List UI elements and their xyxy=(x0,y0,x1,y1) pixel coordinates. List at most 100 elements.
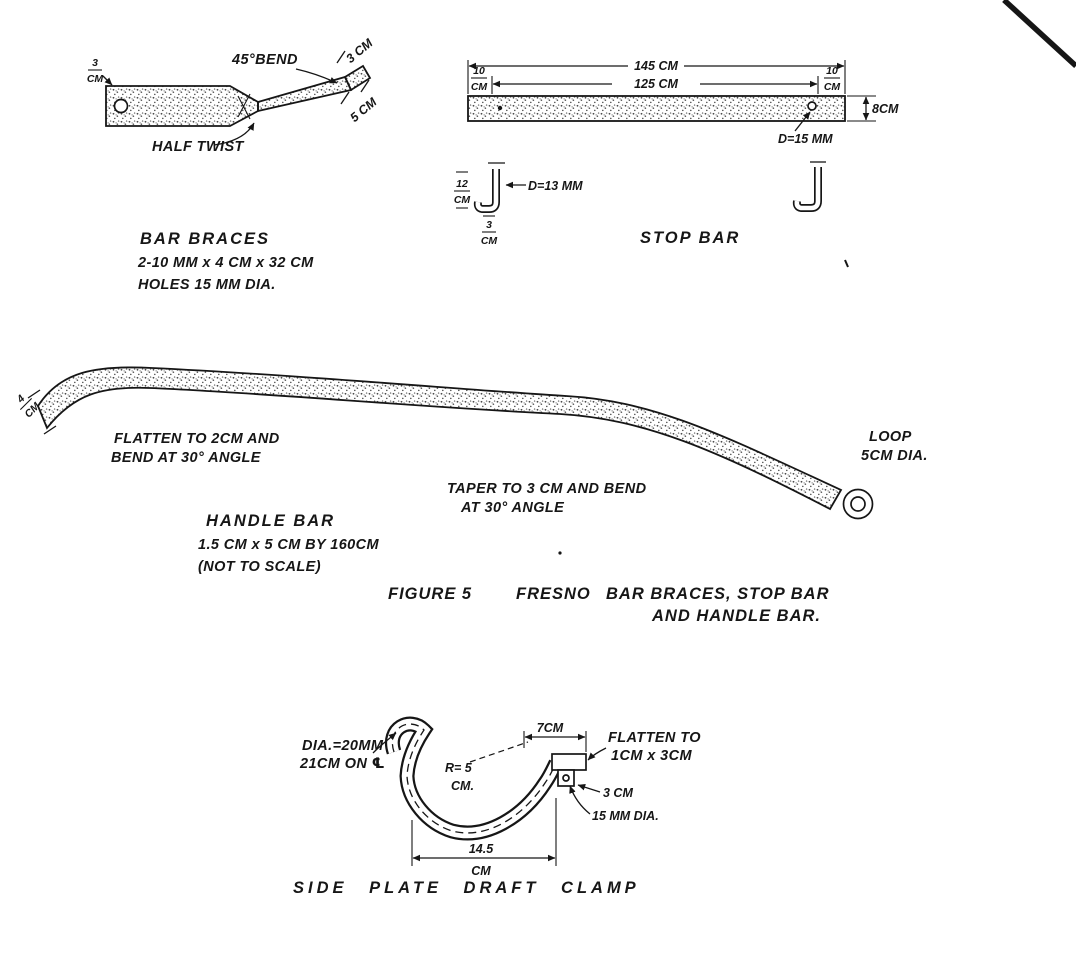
figure-title-line1: BAR BRACES, STOP BAR xyxy=(606,585,830,603)
bar-brace-strip xyxy=(257,75,353,113)
block-leader-arrow xyxy=(577,783,601,793)
fraction-bar xyxy=(19,397,33,411)
handle-bar-spec1: 1.5 CM x 5 CM BY 160CM xyxy=(198,537,380,553)
bolt-fill xyxy=(475,169,499,212)
page-corner-mark xyxy=(1002,0,1076,69)
clamp-flatten-line2: 1CM x 3CM xyxy=(611,748,692,764)
dim-unit: CM xyxy=(824,81,841,93)
figure-number: FIGURE 5 xyxy=(388,585,472,603)
ink-speck xyxy=(558,551,562,555)
bar-brace-hole xyxy=(113,98,129,114)
dim-tick xyxy=(336,50,346,64)
clamp-flatten-line1: FLATTEN TO xyxy=(608,730,701,746)
dim-overall: 145 CM xyxy=(634,59,678,73)
ink-speck xyxy=(844,259,849,268)
taper-note-line2: AT 30° ANGLE xyxy=(460,500,565,516)
twist-mark xyxy=(237,95,251,120)
taper-note-line1: TAPER TO 3 CM AND BEND xyxy=(447,481,647,497)
draft-clamp-drawing: 7CM FLATTEN TO 1CM x 3CM 3 CM 15 MM DIA.… xyxy=(293,716,701,897)
radius-leader-dashed xyxy=(469,741,529,763)
dim-height: 8CM xyxy=(847,95,899,122)
handle-bar-body xyxy=(36,366,843,511)
loop-note-line2: 5CM DIA. xyxy=(861,448,928,464)
twist-mark xyxy=(237,93,251,118)
bar-braces-spec1: 2-10 MM x 4 CM x 32 CM xyxy=(137,255,314,271)
dim-leader-arrow xyxy=(102,75,113,86)
clamp-hole-label: 15 MM DIA. xyxy=(592,809,659,823)
stop-bolt-right xyxy=(792,161,826,212)
handle-bar-drawing: 4 CM FLATTEN TO 2CM AND BEND AT 30° ANGL… xyxy=(14,366,928,575)
dim-tick xyxy=(360,79,370,93)
bar-brace-drawing: 3 CM 45°BEND 3 CM 5 CM HALF TWIST BAR BR… xyxy=(87,36,380,293)
bar-brace-end-dim: 3 CM xyxy=(87,57,113,86)
dim-value: 10 xyxy=(826,65,838,77)
clamp-dia-line2: 21CM ON ℄ xyxy=(299,756,385,772)
dim-tick xyxy=(43,425,57,435)
bar-brace-body xyxy=(105,85,259,127)
clamp-hole xyxy=(562,774,570,782)
clamp-centerline xyxy=(391,723,557,834)
bend-label: 45°BEND xyxy=(231,52,298,68)
loop-inner-hole xyxy=(850,496,866,512)
dim-value: 3 xyxy=(92,57,98,69)
dim-value: 3 CM xyxy=(343,36,375,66)
bolt-dia-label: D=13 MM xyxy=(528,179,583,193)
dim-unit: CM xyxy=(87,73,104,85)
flatten-note-line1: FLATTEN TO 2CM AND xyxy=(114,431,280,447)
dim-value: 10 xyxy=(473,65,485,77)
dim-unit: CM xyxy=(471,864,491,878)
hole-leader-arrow xyxy=(794,111,811,132)
figure-caption: FIGURE 5 FRESNO BAR BRACES, STOP BAR AND… xyxy=(388,551,830,625)
bolt-outline xyxy=(792,167,822,212)
stop-bar-title: STOP BAR xyxy=(640,229,740,247)
dim-value: 8CM xyxy=(872,102,899,116)
dim-block-label: 3 CM xyxy=(603,786,633,800)
dim-unit: CM xyxy=(471,81,488,93)
bend-leader-arrow xyxy=(295,68,338,84)
dim-unit: CM xyxy=(454,194,471,206)
bar-braces-spec2: HOLES 15 MM DIA. xyxy=(138,277,276,293)
stop-bar-left-hole xyxy=(497,105,503,111)
bar-brace-bent-tip xyxy=(343,64,372,92)
dim-tick xyxy=(340,91,350,105)
stop-bar-body xyxy=(467,95,846,122)
dim-value: 12 xyxy=(456,178,468,190)
dim-bottom: 14.5 CM xyxy=(411,798,557,878)
loop-note-line1: LOOP xyxy=(869,429,912,445)
dim-top: 7CM xyxy=(523,721,587,752)
dim-value: 14.5 xyxy=(469,842,494,856)
handle-bar-spec2: (NOT TO SCALE) xyxy=(198,559,321,575)
dim-right-offset: 10 CM xyxy=(824,65,841,93)
bolt-fill xyxy=(794,167,821,211)
half-twist-label: HALF TWIST xyxy=(152,139,245,155)
dim-value: 5 CM xyxy=(347,95,379,125)
figure-title-line2: AND HANDLE BAR. xyxy=(651,607,821,625)
stop-bolt-left: 12 CM 3 CM D=13 MM xyxy=(454,162,583,247)
half-twist-leader-arrow xyxy=(213,122,255,146)
handle-bar-title: HANDLE BAR xyxy=(206,512,335,530)
clamp-radius-line1: R= 5 xyxy=(445,761,473,775)
dia-leader-arrow xyxy=(372,732,397,754)
draft-clamp-title: SIDE PLATE DRAFT CLAMP xyxy=(293,879,640,897)
dim-unit: CM xyxy=(481,235,498,247)
flatten-note-line2: BEND AT 30° ANGLE xyxy=(111,450,262,466)
dim-inner: 125 CM xyxy=(634,77,678,91)
stop-bar-drawing: 145 CM 125 CM 10 CM 10 CM 8CM D=15 MM xyxy=(454,59,899,268)
dim-left-offset: 10 CM xyxy=(471,65,488,93)
hole-leader-arrow xyxy=(569,785,591,815)
handle-end-dim: 4 CM xyxy=(14,393,43,421)
clamp-flat-tab xyxy=(551,753,587,771)
clamp-radius-line2: CM. xyxy=(451,779,474,793)
hole-dia-label: D=15 MM xyxy=(778,132,833,146)
dim-tick xyxy=(27,389,41,399)
bolt-outline xyxy=(473,169,500,213)
bar-braces-title: BAR BRACES xyxy=(140,230,270,248)
clamp-dia-line1: DIA.=20MM xyxy=(302,738,384,754)
flatten-leader-arrow xyxy=(587,747,607,761)
dim-value: 3 xyxy=(486,219,492,231)
stop-bar-right-hole xyxy=(807,101,817,111)
bend-dim: 3 CM xyxy=(336,36,376,66)
dim-value: 7CM xyxy=(537,721,564,735)
